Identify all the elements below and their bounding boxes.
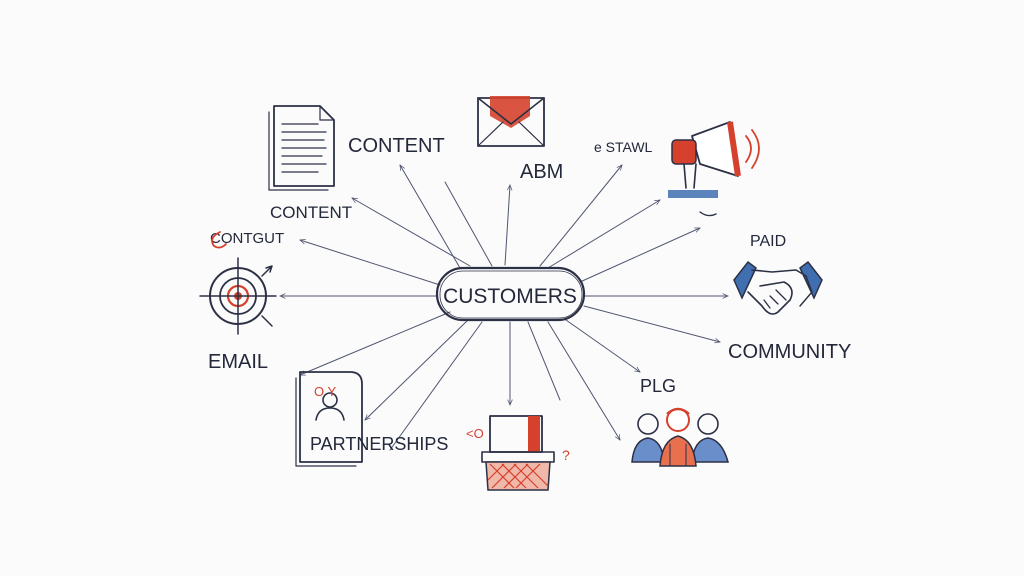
arrow-to-email: [300, 311, 451, 376]
document-icon: [268, 105, 335, 191]
megaphone-icon: [668, 121, 760, 217]
plg-label: PLG: [640, 376, 676, 396]
contact-card-icon: [295, 371, 363, 467]
people-group-icon: [631, 407, 729, 467]
arrow-to-partnerships: [365, 319, 469, 420]
arrow-to-content-top: [399, 165, 461, 269]
arrow-to-social: [539, 165, 622, 267]
content-scribble-mark: [211, 231, 227, 249]
partnerships-label: PARTNERSHIPS: [310, 434, 448, 454]
target-icon: [199, 257, 277, 335]
customers-hub: CUSTOMERS: [435, 266, 586, 322]
content-left-label: CONTENT: [270, 203, 352, 222]
arrow-to-people: [547, 321, 621, 440]
arrow-to-partnerships-2: [389, 321, 483, 451]
arrow-to-community: [583, 305, 720, 342]
arrow-to-abm-2: [444, 181, 493, 267]
partner-mark: O Y: [314, 384, 336, 399]
marks-left: <O: [466, 426, 484, 441]
envelope-icon: [477, 96, 545, 147]
community-label: COMMUNITY: [728, 341, 851, 363]
social-scribble-label: e STAWL: [594, 139, 653, 155]
customers-hub-label: CUSTOMERS: [443, 285, 577, 308]
paid-label: PAID: [750, 233, 786, 250]
arrow-to-content-top-2: [352, 197, 471, 267]
arrow-to-podium-2: [527, 321, 561, 401]
email-label: EMAIL: [208, 351, 268, 373]
marks-right: ?: [562, 447, 570, 463]
arrow-to-content-left: [300, 240, 441, 286]
handshake-icon: [733, 260, 823, 315]
abm-label: ABM: [520, 161, 563, 183]
arrow-to-plg: [565, 319, 640, 372]
arrow-to-abm: [504, 185, 510, 266]
content-scribble-label: CONTGUT: [210, 230, 284, 247]
arrow-to-paid: [579, 227, 700, 283]
podium-icon: [481, 415, 555, 491]
arrow-to-megaphone: [547, 199, 660, 269]
content-top-label: CONTENT: [348, 135, 445, 157]
connector-arrows: [280, 165, 728, 451]
